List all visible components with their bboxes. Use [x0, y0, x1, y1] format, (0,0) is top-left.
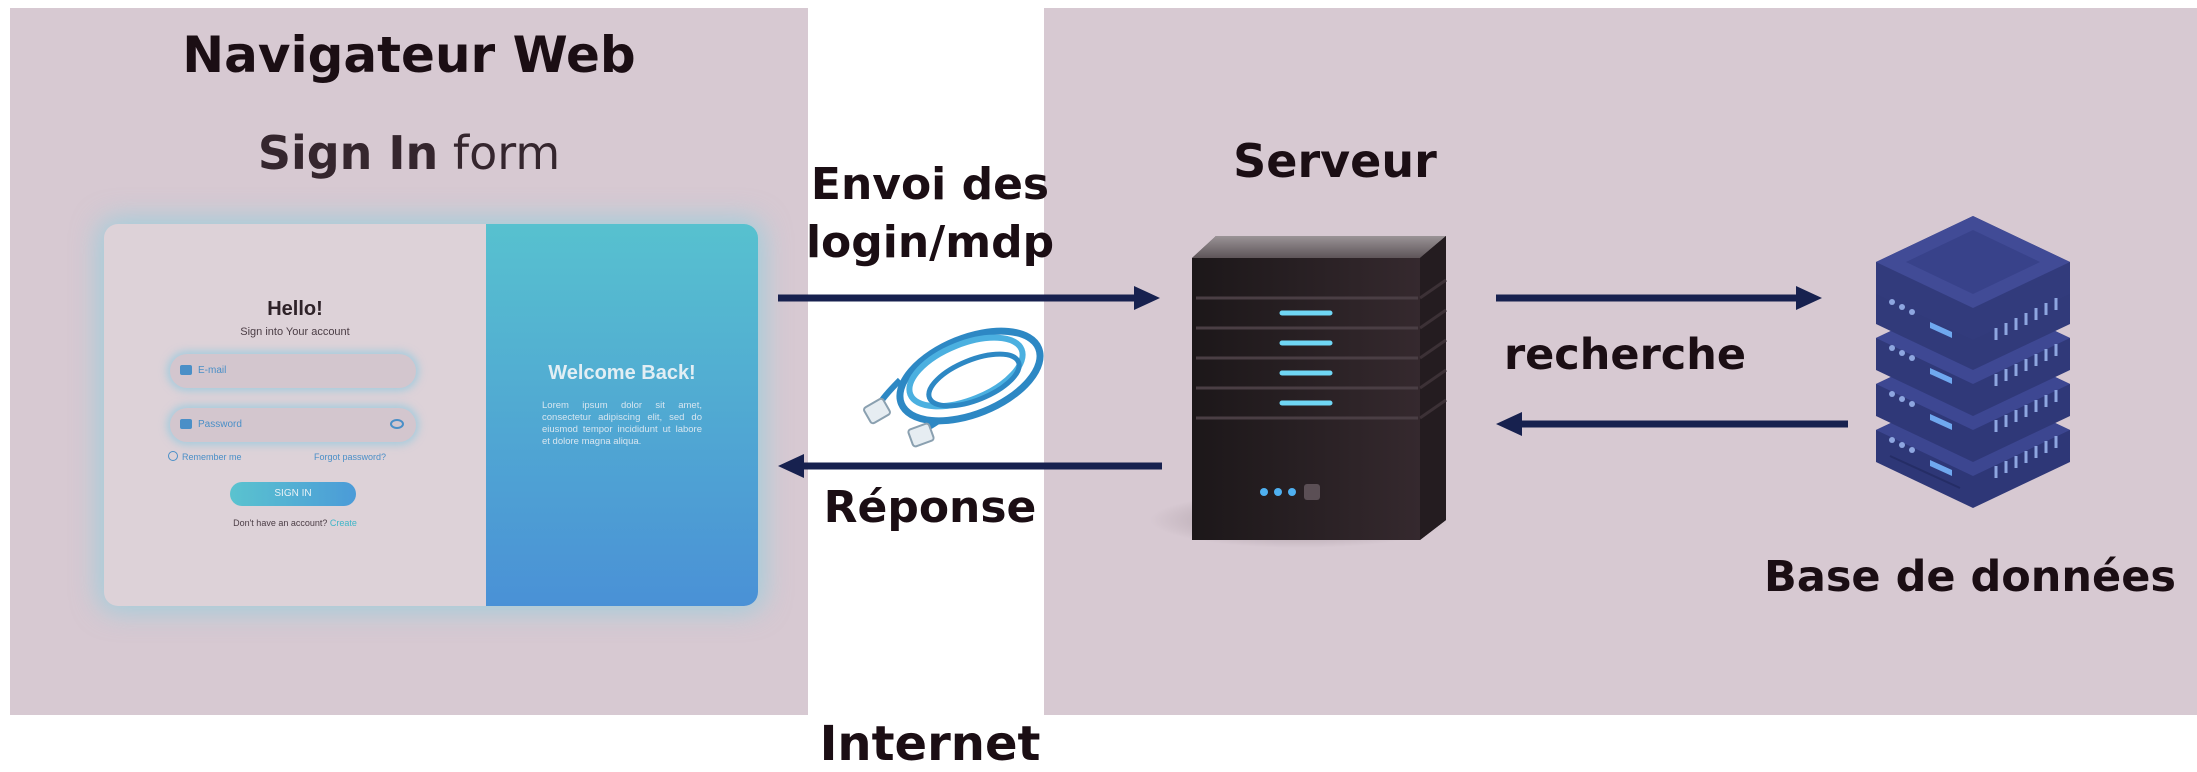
database-label: Base de données: [1764, 552, 2176, 602]
network-cable-icon: [863, 327, 1044, 448]
remember-me-checkbox[interactable]: [168, 451, 178, 461]
signin-card-form: Hello! Sign into Your account E-mail Pas…: [104, 224, 486, 606]
search-label: recherche: [1503, 330, 1747, 380]
form-heading-light: form: [438, 126, 561, 180]
database-layer: [1876, 216, 2070, 370]
password-placeholder: Password: [198, 419, 242, 430]
card-subtitle: Sign into Your account: [240, 326, 350, 338]
search-arrow: [1496, 286, 1822, 310]
welcome-panel: Welcome Back! Lorem ipsum dolor sit amet…: [486, 224, 758, 606]
browser-title: Navigateur Web: [182, 26, 636, 84]
signin-card: Hello! Sign into Your account E-mail Pas…: [104, 224, 758, 606]
send-arrow: [778, 286, 1160, 310]
envelope-icon: [180, 365, 192, 375]
send-label-line2: login/mdp: [805, 217, 1055, 268]
server-label: Serveur: [1233, 134, 1437, 188]
send-label-line1: Envoi des: [810, 159, 1050, 210]
server-icon: [1150, 236, 1450, 548]
sign-in-button[interactable]: SIGN IN: [230, 482, 356, 506]
forgot-password-link[interactable]: Forgot password?: [314, 452, 387, 462]
email-placeholder: E-mail: [198, 365, 227, 376]
remember-me-label: Remember me: [182, 452, 242, 462]
welcome-body-text: Lorem ipsum dolor sit amet, consectetur …: [542, 400, 702, 447]
form-heading-bold: Sign In: [257, 126, 439, 180]
lock-icon: [180, 419, 192, 429]
no-account-label: Don't have an account?: [233, 518, 328, 528]
create-account-link[interactable]: Create: [329, 518, 357, 528]
email-field[interactable]: E-mail: [170, 354, 416, 388]
database-icon: [1876, 216, 2070, 508]
card-greeting: Hello!: [267, 298, 323, 320]
form-heading: Sign In form: [10, 126, 808, 180]
response-label: Réponse: [823, 482, 1037, 533]
internet-label: Internet: [819, 716, 1041, 772]
eye-icon[interactable]: [390, 419, 404, 429]
response-arrow: [778, 454, 1162, 478]
send-credentials-label: Envoi des login/mdp: [780, 156, 1080, 272]
password-field[interactable]: Password: [170, 408, 416, 442]
no-account-text: Don't have an account? Create: [104, 518, 486, 528]
result-arrow: [1496, 412, 1848, 436]
welcome-heading: Welcome Back!: [548, 362, 696, 384]
